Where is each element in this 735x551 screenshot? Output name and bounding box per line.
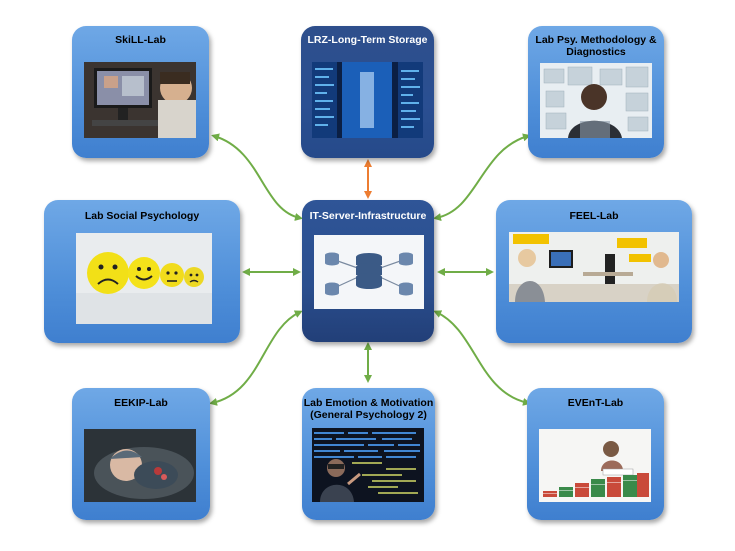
- center-title: IT-Server-Infrastructure: [309, 210, 427, 222]
- connector-event: [433, 310, 531, 406]
- event-lab-photo: [539, 429, 651, 502]
- node-title: FEEL-Lab: [569, 210, 619, 222]
- node-title-line2: (General Psychology 2): [310, 409, 427, 421]
- node-feel-lab: FEEL-Lab: [496, 200, 692, 343]
- node-title-line1: Lab Emotion & Motivation: [303, 397, 434, 409]
- skill-lab-photo: [84, 62, 196, 138]
- node-it-server-infrastructure: IT-Server-Infrastructure: [302, 200, 434, 342]
- node-title-line1: Lab Psy. Methodology &: [535, 34, 657, 46]
- emotion-motivation-photo: [312, 428, 424, 502]
- server-diagram-image: [314, 235, 424, 309]
- psy-methodology-photo: [540, 63, 652, 138]
- connector-psy-method: [433, 133, 531, 221]
- feel-lab-photo: [509, 232, 679, 302]
- node-social-psychology: Lab Social Psychology: [44, 200, 240, 343]
- lrz-storage-photo: [312, 62, 423, 138]
- connector-skill: [211, 133, 303, 221]
- node-skill-lab: SkiLL-Lab: [72, 26, 209, 158]
- node-psy-methodology: Lab Psy. Methodology & Diagnostics: [528, 26, 664, 158]
- node-title-line2: Diagnostics: [566, 46, 626, 58]
- connector-eekip: [209, 310, 303, 406]
- node-eekip-lab: EEKIP-Lab: [72, 388, 210, 520]
- node-title: LRZ-Long-Term Storage: [307, 34, 428, 46]
- node-title: SkiLL-Lab: [115, 34, 166, 46]
- node-event-lab: EVEnT-Lab: [527, 388, 664, 520]
- node-title: EVEnT-Lab: [567, 397, 624, 409]
- social-psychology-photo: [76, 233, 212, 324]
- eekip-lab-photo: [84, 429, 196, 502]
- node-title: Lab Social Psychology: [84, 210, 200, 222]
- node-emotion-motivation: Lab Emotion & Motivation (General Psycho…: [302, 388, 435, 520]
- node-title: EEKIP-Lab: [114, 397, 168, 409]
- node-lrz-storage: LRZ-Long-Term Storage: [301, 26, 434, 158]
